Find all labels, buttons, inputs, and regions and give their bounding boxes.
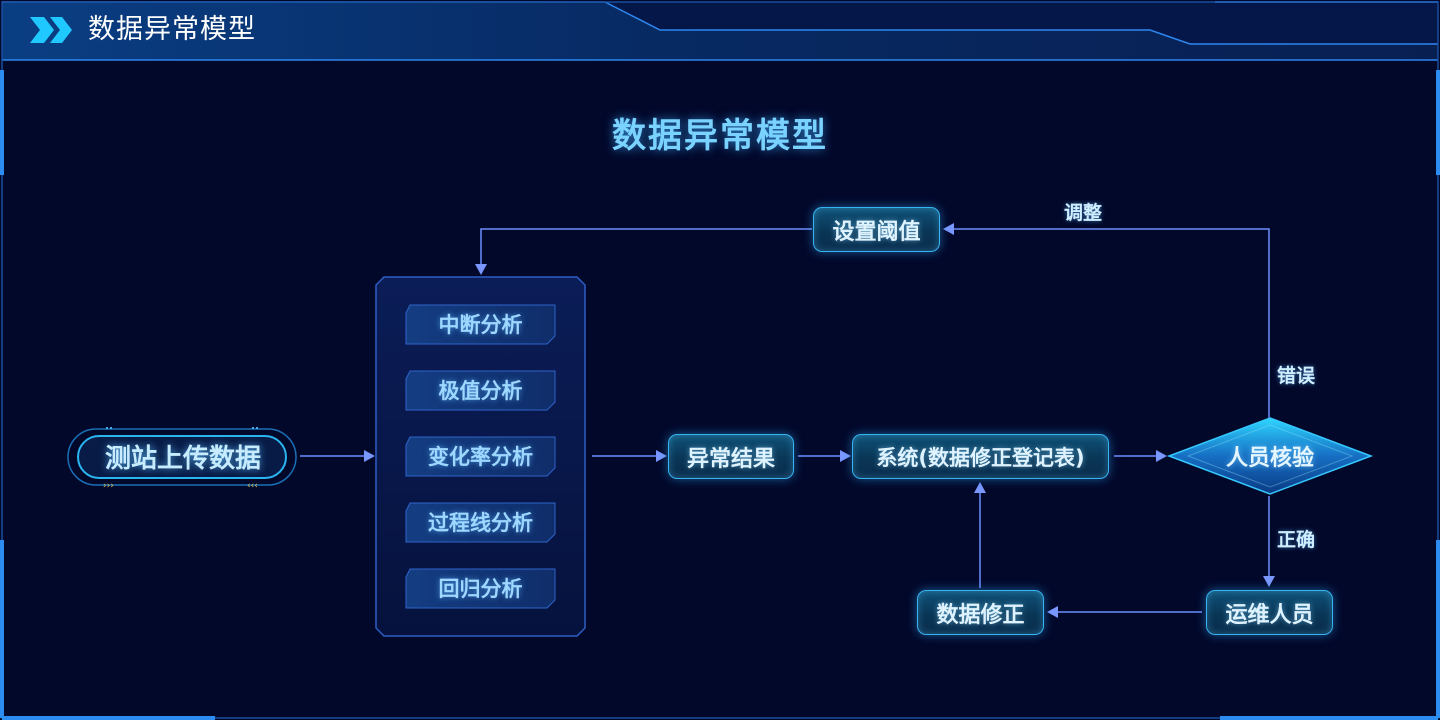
method-extreme-value-analysis: 极值分析: [438, 379, 523, 403]
diagram-title: 数据异常模型: [612, 116, 828, 156]
method-regression-analysis: 回归分析: [438, 577, 523, 601]
edge-label-adjust: 调整: [1064, 202, 1103, 224]
svg-text:‹‹‹: ‹‹‹: [247, 481, 258, 491]
svg-text:›››: ›››: [103, 481, 114, 491]
start-node: 测站上传数据: [104, 443, 261, 474]
arrowheads: [364, 223, 1275, 618]
result-node: 异常结果: [668, 434, 794, 479]
threshold-node: 设置阈值: [813, 207, 940, 252]
edge-label-error: 错误: [1277, 365, 1316, 387]
start-node-frame: ››› ‹‹‹: [67, 427, 297, 491]
system-node: 系统(数据修正登记表): [852, 434, 1109, 479]
header-chevron-icon: [30, 17, 72, 43]
method-change-rate-analysis: 变化率分析: [428, 445, 533, 469]
page-title: 数据异常模型: [88, 14, 256, 45]
edge-label-correct: 正确: [1277, 529, 1316, 551]
review-diamond: [1166, 417, 1374, 495]
analysis-panel: [375, 276, 586, 637]
correction-node: 数据修正: [917, 590, 1044, 635]
review-node: 人员核验: [1225, 446, 1314, 471]
method-interrupt-analysis: 中断分析: [438, 313, 523, 337]
method-process-line-analysis: 过程线分析: [428, 511, 533, 535]
ops-node: 运维人员: [1206, 590, 1333, 635]
connectors: [300, 228, 1270, 613]
